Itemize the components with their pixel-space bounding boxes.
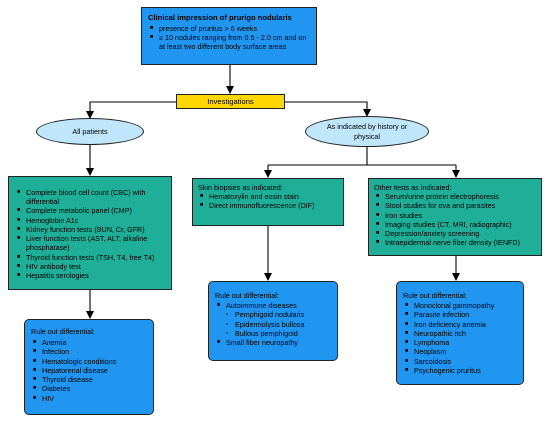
biopsy-title: Skin biopsies as indicated:: [198, 183, 283, 192]
lab-test-item: Thyroid function tests (TSH, T4, free T4…: [15, 253, 166, 262]
history-physical-label: As indicated by history or physical: [326, 122, 408, 141]
lab-test-item: Complete metabolic panel (CMP): [15, 206, 166, 215]
clinical-impression-title: Clinical impression of prurigo nodularis: [148, 13, 292, 22]
lab-test-item: Complete blood cell count (CBC) with dif…: [15, 188, 166, 206]
rule-out-other-title: Rule out differential:: [403, 291, 467, 300]
investigations-box: Investigations: [176, 94, 285, 109]
lab-test-item: Kidney function tests (BUN, Cr, GFR): [15, 225, 166, 234]
differential-item: Lymphoma: [403, 338, 517, 347]
differential-item: Thyroid disease: [31, 375, 147, 384]
lab-test-item: Hemoglobin A1c: [15, 216, 166, 225]
differential-item: Hepatorenal disease: [31, 366, 147, 375]
all-patients-node: All patients: [36, 118, 144, 145]
rule-out-biopsy-title: Rule out differential:: [215, 291, 279, 300]
differential-item: HIV: [31, 394, 147, 403]
differential-item: Small fiber neuropathy: [215, 338, 331, 347]
rule-out-all-title: Rule out differential:: [31, 327, 95, 336]
biopsy-item: Direct immunofluorescence (DIF): [198, 201, 338, 210]
other-test-item: Serum/urine protein electrophoresis: [374, 192, 536, 201]
rule-out-all-box: Rule out differential: Anemia Infection …: [24, 319, 154, 415]
investigations-label: Investigations: [207, 97, 254, 106]
differential-sub-item: Pemphigoid nodularis: [215, 310, 331, 319]
differential-item: Anemia: [31, 338, 147, 347]
other-tests-box: Other tests as indicated: Serum/urine pr…: [368, 178, 542, 256]
differential-item: Hematologic conditions: [31, 357, 147, 366]
lab-test-item: HIV antibody test: [15, 262, 166, 271]
differential-sub-item: Epidermolysis bullosa: [215, 320, 331, 329]
lab-test-item: Liver function tests (AST, ALT, alkaline…: [15, 234, 166, 252]
criteria-item: ≥ 10 nodules ranging from 0.5 - 2.0 cm a…: [148, 33, 310, 51]
biopsy-item: Hematoxylin and eosin stain: [198, 192, 338, 201]
history-physical-node: As indicated by history or physical: [305, 116, 429, 147]
other-tests-title: Other tests as indicated:: [374, 183, 452, 192]
differential-item: Sarcoidosis: [403, 357, 517, 366]
other-test-item: Stool studies for ova and parasites: [374, 201, 536, 210]
differential-sub-item: Bullous pemphigoid: [215, 329, 331, 338]
labs-box: Complete blood cell count (CBC) with dif…: [8, 176, 172, 290]
other-test-item: Imaging studies (CT, MRI, radiographic): [374, 220, 536, 229]
clinical-impression-box: Clinical impression of prurigo nodularis…: [141, 7, 317, 65]
arrow-to-history: [285, 101, 371, 117]
arrow-to-all-patients: [86, 101, 176, 119]
differential-item: Autoimmune diseases: [215, 301, 331, 310]
other-test-item: Intraepidermal nerve fiber density (IENF…: [374, 238, 536, 247]
differential-item: Psychogenic pruritus: [403, 366, 517, 375]
differential-item: Neoplasm: [403, 347, 517, 356]
differential-item: Neuropathic itch: [403, 329, 517, 338]
differential-item: Infection: [31, 347, 147, 356]
other-test-item: Iron studies: [374, 211, 536, 220]
differential-item: Iron deficiency anemia: [403, 320, 517, 329]
other-test-item: Depression/anxiety screening: [374, 229, 536, 238]
lab-test-item: Hepatitis serologies: [15, 271, 166, 280]
criteria-item: presence of pruritus > 6 weeks: [148, 24, 310, 33]
all-patients-label: All patients: [72, 126, 108, 136]
differential-item: Monoclonal gammopathy: [403, 301, 517, 310]
biopsy-box: Skin biopsies as indicated: Hematoxylin …: [192, 178, 344, 226]
rule-out-other-box: Rule out differential: Monoclonal gammop…: [396, 281, 524, 385]
differential-item: Diabetes: [31, 384, 147, 393]
differential-item: Parasite infection: [403, 310, 517, 319]
rule-out-biopsy-box: Rule out differential: Autoimmune diseas…: [208, 281, 338, 361]
